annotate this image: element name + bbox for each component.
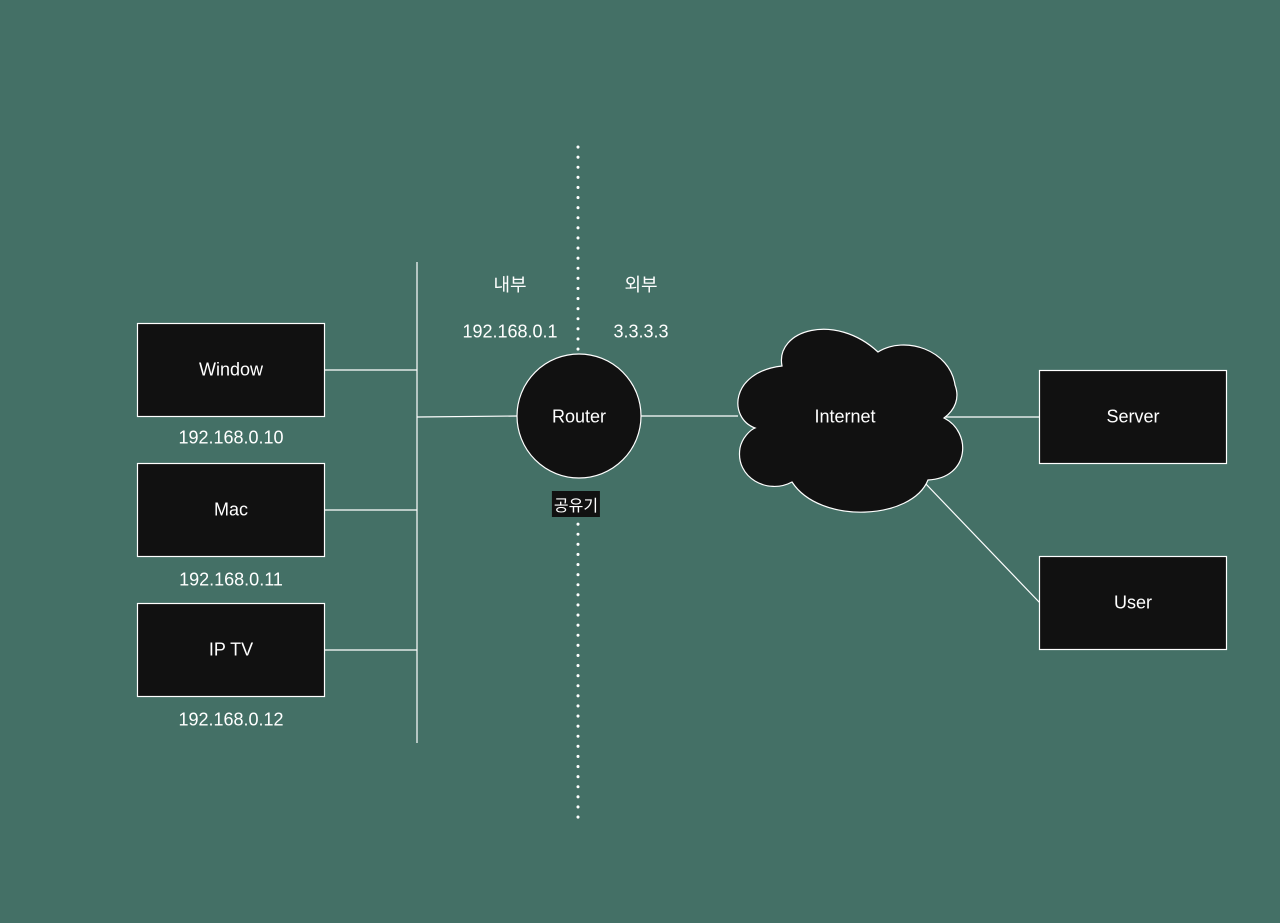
router-circle (516, 353, 642, 479)
internet-cloud-shape (737, 328, 964, 513)
server-label: Server (1106, 406, 1160, 427)
external-zone-label: 외부 (624, 275, 658, 296)
router-label: Router (551, 406, 607, 427)
router-caption: 공유기 (551, 491, 601, 517)
internet-label: Internet (814, 406, 876, 427)
server-box (1038, 369, 1228, 465)
internal-zone-label: 내부 (493, 275, 527, 296)
mac-box (136, 462, 326, 558)
window-ip: 192.168.0.10 (178, 427, 284, 448)
window-box (136, 322, 326, 418)
iptv-box (136, 602, 326, 698)
router-external-ip: 3.3.3.3 (613, 321, 669, 342)
iptv-label: IP TV (208, 639, 254, 660)
link-bus-router (416, 415, 518, 418)
link-internet-user (924, 482, 1041, 604)
mac-label: Mac (213, 499, 249, 520)
user-box (1038, 555, 1228, 651)
iptv-ip: 192.168.0.12 (178, 709, 284, 730)
window-label: Window (198, 359, 264, 380)
mac-ip: 192.168.0.11 (179, 569, 283, 590)
user-label: User (1113, 592, 1153, 613)
router-internal-ip: 192.168.0.1 (462, 321, 558, 342)
